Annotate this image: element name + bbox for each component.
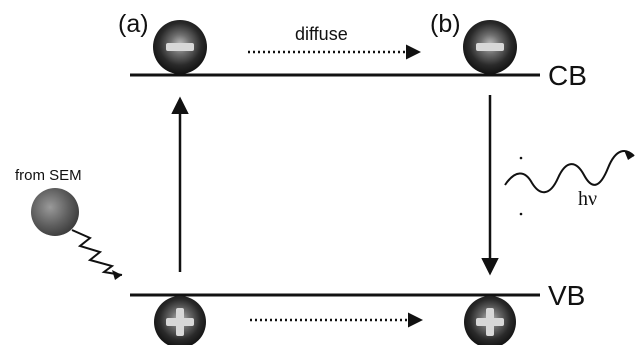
electron-icon-a — [153, 20, 207, 74]
photon-icon — [505, 150, 634, 192]
hole-icon-b — [464, 296, 516, 345]
speck-1 — [520, 157, 523, 160]
hv-label: hν — [578, 188, 597, 210]
diffuse-label: diffuse — [295, 24, 348, 44]
cb-label: CB — [548, 60, 587, 91]
electron-icon-b — [463, 20, 517, 74]
hole-icon-a — [154, 296, 206, 345]
sem-beam-arrow — [72, 230, 122, 280]
vb-label: VB — [548, 280, 585, 311]
position-a-label: (a) — [118, 10, 149, 38]
sem-source-icon — [31, 188, 79, 236]
position-b-label: (b) — [430, 10, 461, 38]
from-sem-label: from SEM — [15, 167, 82, 184]
speck-2 — [520, 213, 523, 216]
